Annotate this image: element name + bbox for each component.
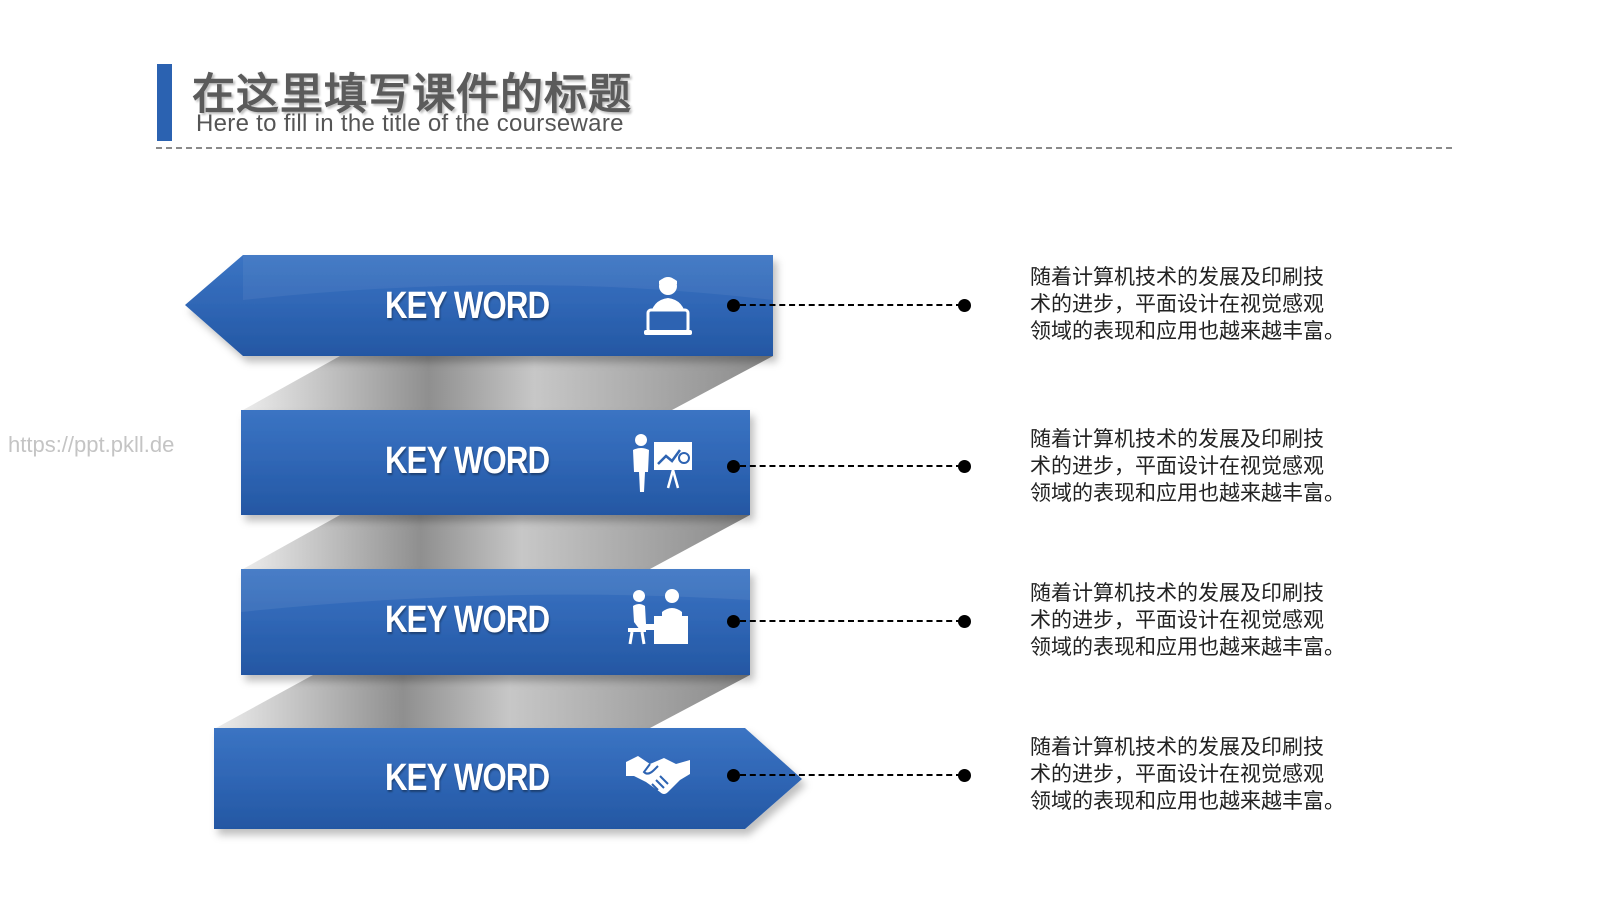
page-title: 在这里填写课件的标题	[192, 70, 632, 120]
person-laptop-icon	[634, 272, 702, 340]
description-line: 随着计算机技术的发展及印刷技	[1030, 735, 1324, 759]
description-line: 术的进步，平面设计在视觉感观	[1030, 292, 1324, 316]
description-line: 随着计算机技术的发展及印刷技	[1030, 427, 1324, 451]
connector-dot-end-4	[958, 769, 971, 782]
description-line: 术的进步，平面设计在视觉感观	[1030, 762, 1324, 786]
watermark-text: https://ppt.pkll.de	[8, 432, 175, 457]
page-subtitle: Here to fill in the title of the coursew…	[196, 110, 624, 137]
connector-line-3	[740, 620, 962, 622]
description-block-2: 随着计算机技术的发展及印刷技 术的进步，平面设计在视觉感观 领域的表现和应用也越…	[1030, 426, 1390, 507]
presentation-board-icon	[628, 430, 696, 498]
keyword-label-3: KEY WORD	[385, 599, 550, 641]
header-divider	[156, 147, 1452, 149]
fold-connector-2	[243, 515, 750, 569]
fold-connector-3	[216, 675, 750, 728]
meeting-desk-icon	[624, 584, 692, 652]
connector-dot-end-3	[958, 615, 971, 628]
fold-connector-1	[243, 356, 773, 410]
description-block-3: 随着计算机技术的发展及印刷技 术的进步，平面设计在视觉感观 领域的表现和应用也越…	[1030, 580, 1390, 661]
description-line: 领域的表现和应用也越来越丰富。	[1030, 635, 1345, 659]
keyword-label-4: KEY WORD	[385, 757, 550, 799]
title-accent-bar	[157, 64, 172, 141]
description-line: 术的进步，平面设计在视觉感观	[1030, 608, 1324, 632]
description-line: 随着计算机技术的发展及印刷技	[1030, 265, 1324, 289]
keyword-label-2: KEY WORD	[385, 440, 550, 482]
connector-dot-start-1	[727, 299, 740, 312]
connector-dot-start-4	[727, 769, 740, 782]
connector-dot-end-2	[958, 460, 971, 473]
connector-dot-start-3	[727, 615, 740, 628]
keyword-bar-1	[185, 255, 773, 356]
slide-header: 在这里填写课件的标题 Here to fill in the title of …	[0, 0, 1600, 160]
description-line: 领域的表现和应用也越来越丰富。	[1030, 481, 1345, 505]
connector-line-1	[740, 304, 962, 306]
description-block-4: 随着计算机技术的发展及印刷技 术的进步，平面设计在视觉感观 领域的表现和应用也越…	[1030, 734, 1390, 815]
description-line: 随着计算机技术的发展及印刷技	[1030, 581, 1324, 605]
description-line: 领域的表现和应用也越来越丰富。	[1030, 789, 1345, 813]
description-block-1: 随着计算机技术的发展及印刷技 术的进步，平面设计在视觉感观 领域的表现和应用也越…	[1030, 264, 1390, 345]
connector-line-2	[740, 465, 962, 467]
description-line: 术的进步，平面设计在视觉感观	[1030, 454, 1324, 478]
keyword-bar-4	[214, 728, 802, 829]
handshake-icon	[624, 740, 692, 808]
connector-dot-start-2	[727, 460, 740, 473]
keyword-label-1: KEY WORD	[385, 285, 550, 327]
connector-dot-end-1	[958, 299, 971, 312]
description-line: 领域的表现和应用也越来越丰富。	[1030, 319, 1345, 343]
connector-line-4	[740, 774, 962, 776]
